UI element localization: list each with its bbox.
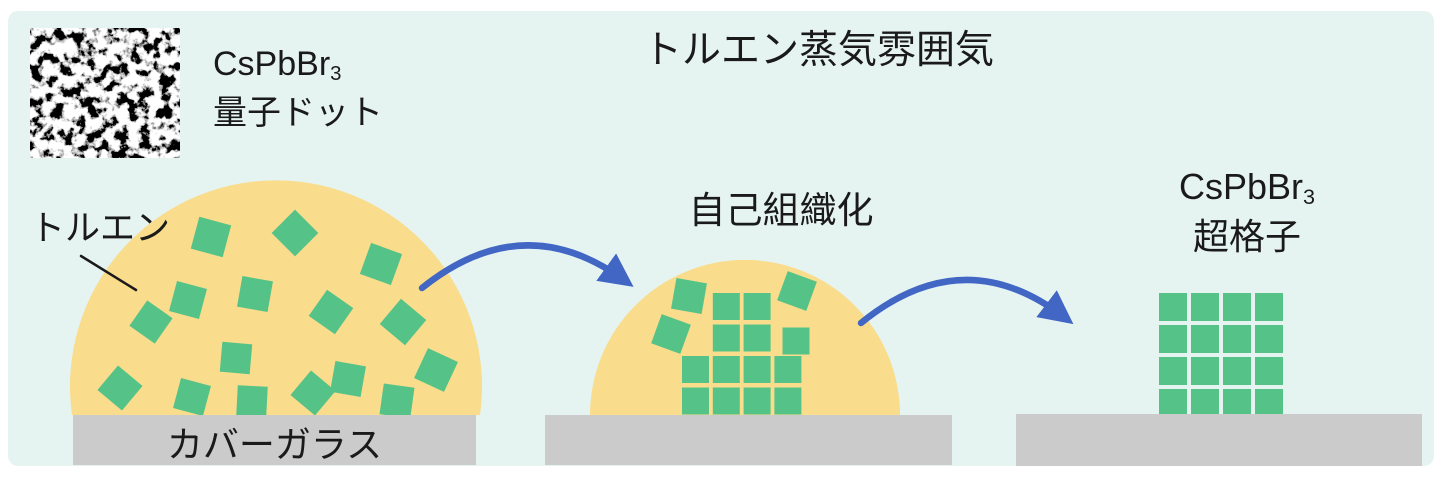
tem-micrograph: [30, 28, 180, 158]
toluene-pointer-line: [79, 254, 138, 292]
quantum-dot-superlattice: [1255, 389, 1283, 417]
quantum-dot: [379, 383, 415, 419]
quantum-dot-assembling: [682, 387, 709, 415]
qd-formula-text: CsPbBr: [213, 45, 331, 83]
quantum-dot-assembling: [712, 356, 740, 383]
qd-caption-line2: 量子ドット: [213, 94, 383, 132]
quantum-dot: [777, 271, 817, 311]
superlattice-formula-text: CsPbBr: [1178, 166, 1303, 207]
qd-formula-line: CsPbBr3: [213, 42, 383, 91]
superlattice-formula-line: CsPbBr3: [1139, 164, 1355, 214]
quantum-dot-superlattice: [1223, 389, 1251, 417]
quantum-dot-superlattice: [1191, 325, 1219, 353]
quantum-dot-superlattice: [1191, 357, 1219, 385]
substrate-bar-1: [73, 415, 476, 465]
quantum-dot-superlattice: [1191, 389, 1219, 417]
quantum-dot-assembling: [743, 324, 771, 352]
quantum-dot-superlattice: [1255, 293, 1283, 321]
quantum-dot-assembling: [682, 356, 709, 383]
quantum-dot: [173, 378, 211, 416]
quantum-dot-assembling: [712, 324, 740, 352]
qd-caption: CsPbBr3 量子ドット: [213, 42, 383, 135]
quantum-dot-superlattice: [1159, 357, 1187, 385]
quantum-dot-superlattice: [1191, 293, 1219, 321]
quantum-dot-superlattice: [1159, 293, 1187, 321]
quantum-dot-superlattice: [1255, 325, 1283, 353]
quantum-dot: [671, 278, 707, 314]
quantum-dot-assembling: [712, 293, 740, 320]
quantum-dot: [129, 300, 173, 344]
process-arrow-2: [857, 276, 1074, 327]
quantum-dot-assembling: [774, 356, 802, 383]
quantum-dot: [414, 348, 458, 392]
superlattice-caption: CsPbBr3 超格子: [1139, 164, 1355, 259]
quantum-dot-superlattice: [1159, 325, 1187, 353]
quantum-dot-superlattice: [1223, 357, 1251, 385]
quantum-dot: [169, 281, 207, 319]
quantum-dot-superlattice: [1223, 325, 1251, 353]
qd-formula-subscript: 3: [330, 62, 342, 85]
quantum-dot-superlattice: [1255, 357, 1283, 385]
quantum-dot: [359, 242, 403, 286]
quantum-dot: [379, 298, 427, 346]
quantum-dot: [330, 361, 366, 397]
quantum-dot-superlattice: [1223, 293, 1251, 321]
toluene-label: トルエン: [30, 209, 171, 248]
superlattice-formula-subscript: 3: [1303, 184, 1316, 210]
self-assembly-label: 自己組織化: [688, 190, 874, 231]
atmosphere-label: トルエン蒸気雰囲気: [643, 29, 995, 72]
quantum-dot-assembling: [743, 293, 771, 320]
quantum-dot-assembling: [743, 387, 771, 415]
process-arrow-1: [418, 242, 634, 292]
toluene-droplet-1: [70, 180, 482, 415]
quantum-dot: [190, 216, 232, 258]
substrate-bar-3: [1016, 414, 1422, 466]
quantum-dot-assembling: [743, 356, 771, 383]
quantum-dot: [236, 385, 268, 417]
quantum-dot-superlattice: [1159, 389, 1187, 417]
coverglass-label: カバーガラス: [166, 424, 383, 465]
quantum-dot: [97, 365, 143, 411]
substrate-bar-2: [545, 415, 952, 465]
quantum-dot: [290, 370, 336, 416]
quantum-dot: [651, 314, 691, 354]
quantum-dot: [308, 289, 354, 335]
quantum-dot-assembling: [712, 387, 740, 415]
superlattice-caption-line2: 超格子: [1192, 216, 1301, 257]
quantum-dot-assembling: [774, 387, 802, 415]
quantum-dot: [782, 327, 810, 355]
quantum-dot: [219, 341, 253, 375]
quantum-dot: [237, 276, 273, 312]
